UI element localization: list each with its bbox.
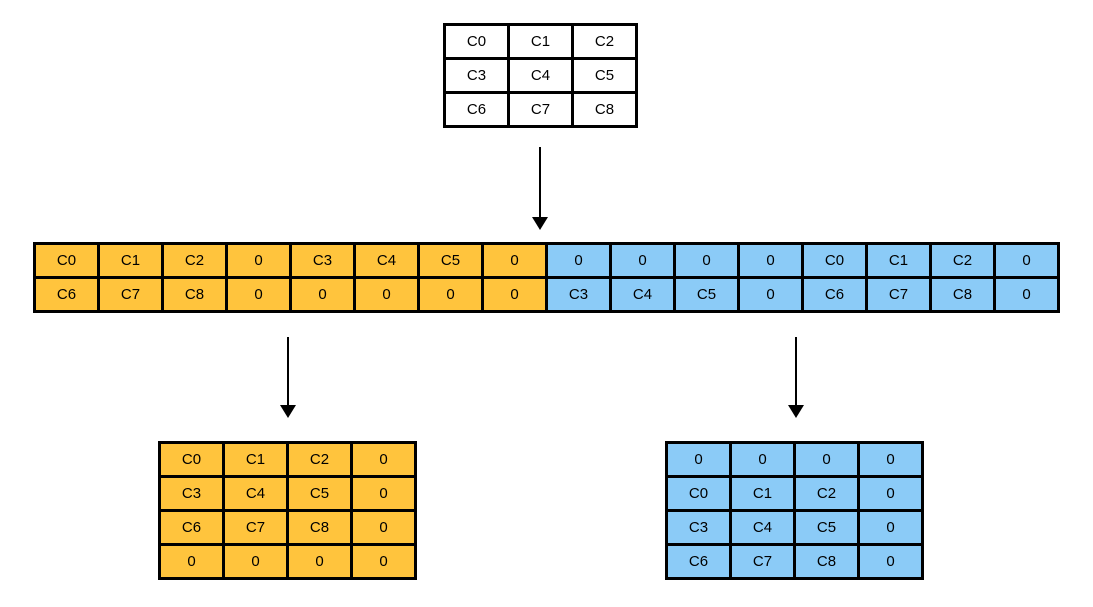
strip-cell-r1c8: C3: [548, 279, 609, 310]
bottom-right-matrix-cell-r2c0: C3: [668, 512, 729, 543]
strip-cell-r0c12: C0: [804, 245, 865, 276]
strip-cell-r0c15: 0: [996, 245, 1057, 276]
bottom-right-matrix-cell-r3c0: C6: [668, 546, 729, 577]
bottom-left-matrix-cell-r2c0: C6: [161, 512, 222, 543]
bottom-right-matrix-cell-r2c2: C5: [796, 512, 857, 543]
arrow-line: [795, 337, 797, 406]
top-matrix-cell-r0c1: C1: [510, 26, 571, 57]
bottom-left-matrix-cell-r0c3: 0: [353, 444, 414, 475]
strip-cell-r1c2: C8: [164, 279, 225, 310]
bottom-left-matrix-cell-r3c2: 0: [289, 546, 350, 577]
strip-cell-r0c14: C2: [932, 245, 993, 276]
arrow-line: [539, 147, 541, 218]
bottom-right-matrix-cell-r0c3: 0: [860, 444, 921, 475]
bottom-left-matrix-cell-r3c1: 0: [225, 546, 286, 577]
bottom-left-matrix-cell-r0c1: C1: [225, 444, 286, 475]
top-matrix-cell-r1c2: C5: [574, 60, 635, 91]
strip-cell-r1c5: 0: [356, 279, 417, 310]
top-matrix-cell-r0c2: C2: [574, 26, 635, 57]
bottom-right-matrix-cell-r1c3: 0: [860, 478, 921, 509]
strip-cell-r1c12: C6: [804, 279, 865, 310]
strip-cell-r0c0: C0: [36, 245, 97, 276]
arrow-strip-to-left-matrix: [280, 337, 296, 418]
arrow-head-icon: [532, 217, 548, 230]
strip-cell-r0c11: 0: [740, 245, 801, 276]
bottom-right-matrix-cell-r2c1: C4: [732, 512, 793, 543]
strip-cell-r1c6: 0: [420, 279, 481, 310]
strip-cell-r1c4: 0: [292, 279, 353, 310]
bottom-left-matrix-cell-r1c1: C4: [225, 478, 286, 509]
bottom-left-matrix-cell-r1c2: C5: [289, 478, 350, 509]
strip-cell-r1c9: C4: [612, 279, 673, 310]
strip-cell-r0c2: C2: [164, 245, 225, 276]
bottom-right-matrix-cell-r1c2: C2: [796, 478, 857, 509]
strip-cell-r0c10: 0: [676, 245, 737, 276]
top-matrix-cell-r2c2: C8: [574, 94, 635, 125]
strip-cell-r0c13: C1: [868, 245, 929, 276]
bottom-left-matrix-cell-r3c3: 0: [353, 546, 414, 577]
bottom-right-matrix-cell-r3c3: 0: [860, 546, 921, 577]
strip-cell-r0c6: C5: [420, 245, 481, 276]
strip-cell-r1c1: C7: [100, 279, 161, 310]
strip-cell-r1c3: 0: [228, 279, 289, 310]
strip-cell-r1c0: C6: [36, 279, 97, 310]
bottom-right-matrix-cell-r3c2: C8: [796, 546, 857, 577]
bottom-left-matrix-cell-r1c0: C3: [161, 478, 222, 509]
arrow-top-to-strip: [532, 147, 548, 230]
top-matrix-cell-r2c0: C6: [446, 94, 507, 125]
top-matrix-cell-r1c0: C3: [446, 60, 507, 91]
strip-cell-r0c4: C3: [292, 245, 353, 276]
strip-cell-r0c7: 0: [484, 245, 545, 276]
bottom-right-matrix-cell-r3c1: C7: [732, 546, 793, 577]
bottom-left-matrix-cell-r0c2: C2: [289, 444, 350, 475]
strip-cell-r0c1: C1: [100, 245, 161, 276]
strip-cell-r1c11: 0: [740, 279, 801, 310]
top-matrix-cell-r1c1: C4: [510, 60, 571, 91]
bottom-left-matrix-cell-r2c2: C8: [289, 512, 350, 543]
arrow-strip-to-right-matrix: [788, 337, 804, 418]
bottom-right-matrix-cell-r2c3: 0: [860, 512, 921, 543]
bottom-left-matrix-cell-r2c3: 0: [353, 512, 414, 543]
bottom-right-matrix-cell-r1c0: C0: [668, 478, 729, 509]
bottom-right-matrix-cell-r0c2: 0: [796, 444, 857, 475]
top-matrix-cell-r2c1: C7: [510, 94, 571, 125]
strip-cell-r0c5: C4: [356, 245, 417, 276]
strip-cell-r1c14: C8: [932, 279, 993, 310]
arrow-line: [287, 337, 289, 406]
strip-cell-r1c15: 0: [996, 279, 1057, 310]
strip-cell-r1c13: C7: [868, 279, 929, 310]
bottom-right-matrix-cell-r1c1: C1: [732, 478, 793, 509]
bottom-left-matrix-cell-r2c1: C7: [225, 512, 286, 543]
bottom-right-matrix-cell-r0c1: 0: [732, 444, 793, 475]
strip-cell-r1c7: 0: [484, 279, 545, 310]
arrow-head-icon: [788, 405, 804, 418]
strip-cell-r0c9: 0: [612, 245, 673, 276]
bottom-left-matrix-cell-r1c3: 0: [353, 478, 414, 509]
bottom-left-matrix-cell-r0c0: C0: [161, 444, 222, 475]
strip-cell-r0c3: 0: [228, 245, 289, 276]
strip-cell-r1c10: C5: [676, 279, 737, 310]
bottom-right-matrix-cell-r0c0: 0: [668, 444, 729, 475]
arrow-head-icon: [280, 405, 296, 418]
top-matrix-cell-r0c0: C0: [446, 26, 507, 57]
bottom-left-matrix-cell-r3c0: 0: [161, 546, 222, 577]
strip-cell-r0c8: 0: [548, 245, 609, 276]
